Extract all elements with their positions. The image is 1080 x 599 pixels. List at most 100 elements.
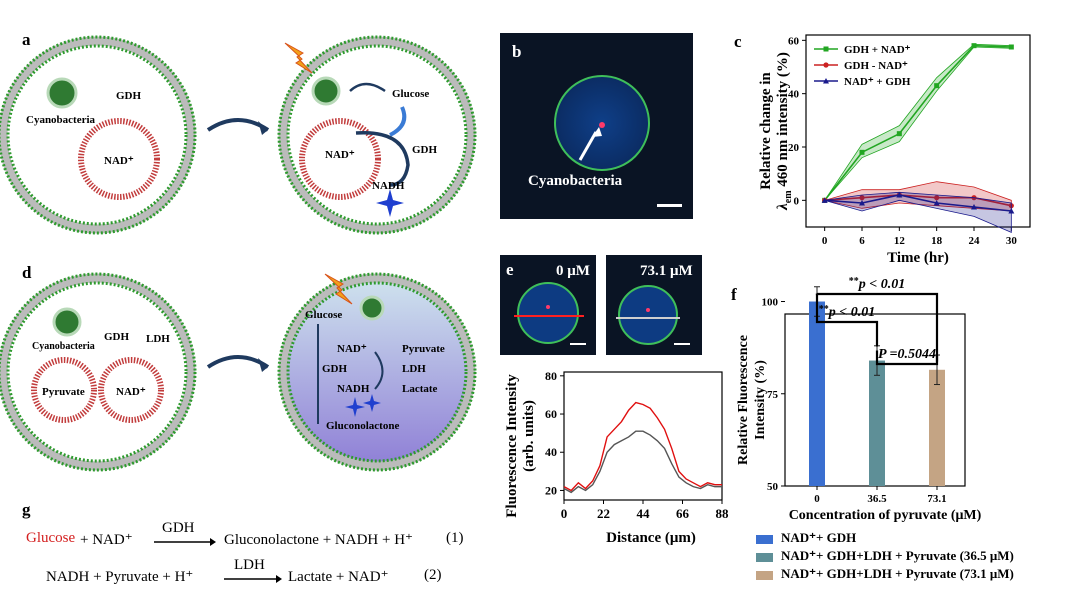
panel-a: a Cyanobacteria GDH NAD⁺ Glucose NAD⁺ bbox=[0, 30, 477, 235]
lactate-label: Lactate bbox=[402, 383, 438, 395]
gdh-label: GDH bbox=[322, 363, 348, 375]
transition-arrow bbox=[206, 118, 270, 132]
significance-label: **p < 0.01 bbox=[819, 304, 875, 320]
star-icon bbox=[376, 189, 404, 217]
cyanobacteria-cell bbox=[311, 76, 341, 106]
y-tick-label: 20 bbox=[545, 483, 557, 497]
series-line bbox=[824, 194, 1012, 212]
x-tick-label: 22 bbox=[597, 506, 610, 521]
x-tick-label: 6 bbox=[859, 235, 865, 247]
nad-label: NAD⁺ bbox=[116, 386, 146, 398]
panel-b-label: b bbox=[512, 42, 521, 61]
data-point bbox=[934, 83, 940, 89]
gdh-label: GDH bbox=[412, 144, 438, 156]
panel-f-label: f bbox=[731, 285, 737, 304]
significance-label: **p < 0.01 bbox=[849, 276, 905, 292]
panel-b-image: b Cyanobacteria bbox=[500, 33, 693, 219]
cyanobacteria-cell bbox=[46, 77, 78, 109]
x-tick-label: 18 bbox=[931, 235, 943, 247]
x-tick-label: 12 bbox=[894, 235, 906, 247]
panel-b-annotation: Cyanobacteria bbox=[528, 173, 623, 189]
eq2-reactants: NADH + Pyruvate + H⁺ bbox=[46, 569, 194, 585]
legend-f: NAD⁺+ GDH NAD⁺+ GDH+LDH + Pyruvate (36.5… bbox=[756, 530, 1014, 582]
eq1-glucose: Glucose bbox=[26, 530, 76, 546]
gdh-label: GDH bbox=[116, 90, 142, 102]
inner-vesicle bbox=[78, 118, 160, 200]
panel-e-image-2: 73.1 μM bbox=[606, 255, 702, 355]
y-tick-label: 75 bbox=[767, 389, 779, 401]
panel-d: d Cyanobacteria GDH LDH Pyruvate NAD⁺ bbox=[0, 263, 477, 472]
profile-line bbox=[563, 430, 722, 494]
series-band bbox=[824, 191, 1012, 233]
panel-a-label: a bbox=[22, 30, 31, 49]
lightning-icon bbox=[284, 42, 313, 74]
panel-e-label: e bbox=[506, 260, 514, 279]
img2-conc: 73.1 μM bbox=[640, 263, 693, 279]
plot-frame bbox=[805, 34, 1031, 228]
data-point bbox=[896, 192, 903, 198]
x-tick-label: 0 bbox=[561, 506, 568, 521]
eq1-enzyme: GDH bbox=[162, 520, 195, 536]
panel-d-label: d bbox=[22, 263, 32, 282]
y-axis-label-line2: λem 460 nm intensity (%) bbox=[775, 52, 794, 211]
transition-arrow bbox=[206, 355, 270, 369]
y-tick-label: 60 bbox=[545, 407, 557, 421]
cyano-label: Cyanobacteria bbox=[32, 341, 95, 352]
equation-2: NADH + Pyruvate + H⁺ LDH Lactate + NAD⁺ … bbox=[46, 557, 496, 591]
x-tick-label: 88 bbox=[716, 506, 730, 521]
img1-conc: 0 μM bbox=[556, 263, 590, 279]
bar bbox=[929, 369, 945, 486]
data-point bbox=[934, 195, 940, 201]
x-tick-label: 30 bbox=[1006, 235, 1018, 247]
x-tick-label: 24 bbox=[969, 235, 981, 247]
gluconolactone-label: Gluconolactone bbox=[326, 420, 399, 432]
series-line bbox=[824, 44, 1012, 201]
data-point bbox=[971, 204, 977, 210]
y-tick-label: 50 bbox=[767, 481, 779, 493]
eq2-enzyme: LDH bbox=[234, 557, 265, 573]
eq2-number: (2) bbox=[424, 567, 442, 583]
data-point bbox=[896, 131, 902, 137]
series-line bbox=[824, 194, 1012, 207]
pyruvate-label: Pyruvate bbox=[402, 343, 445, 355]
y-axis-label-line1: Relative change in bbox=[758, 72, 774, 190]
data-point bbox=[859, 195, 865, 201]
x-axis-label: Distance (μm) bbox=[606, 530, 696, 546]
eq1-products: Gluconolactone + NADH + H⁺ bbox=[224, 532, 413, 548]
eq1-reactants: + NAD⁺ bbox=[80, 532, 133, 548]
panel-c-label: c bbox=[734, 32, 742, 51]
significance-bracket bbox=[875, 350, 939, 366]
nadh-label: NADH bbox=[337, 383, 370, 395]
legend-entry: GDH + NAD⁺ bbox=[844, 44, 911, 56]
eq2-products: Lactate + NAD⁺ bbox=[288, 569, 389, 585]
nadh-label: NADH bbox=[372, 180, 405, 192]
data-point bbox=[859, 149, 865, 155]
legend-f-item-1: NAD⁺+ GDH bbox=[756, 530, 1014, 546]
equation-1: Glucose + NAD⁺ GDH Gluconolactone + NADH… bbox=[26, 520, 496, 554]
y-axis-label-line2: (arb. units) bbox=[521, 400, 537, 472]
bar bbox=[809, 301, 825, 486]
y-axis-label-line1: Fluorescence Intensity bbox=[504, 374, 520, 518]
inner-vesicle bbox=[31, 357, 97, 423]
nad-label: NAD⁺ bbox=[325, 149, 355, 161]
data-point bbox=[971, 43, 977, 49]
y-tick-label: 60 bbox=[788, 35, 800, 47]
y-tick-label: 40 bbox=[545, 445, 557, 459]
star-icon bbox=[345, 397, 365, 417]
x-tick-label: 66 bbox=[676, 506, 690, 521]
panel-b-graphic: b Cyanobacteria bbox=[512, 42, 682, 207]
legend-entry: NAD⁺ + GDH bbox=[844, 76, 911, 88]
legend-f-item-2: NAD⁺+ GDH+LDH + Pyruvate (36.5 μM) bbox=[756, 548, 1014, 564]
nad-label: NAD⁺ bbox=[104, 155, 134, 167]
significance-label: P =0.5044 bbox=[878, 347, 936, 362]
data-point bbox=[933, 200, 940, 206]
y-tick-label: 80 bbox=[545, 369, 557, 383]
data-point bbox=[1008, 208, 1015, 214]
inner-vesicle bbox=[98, 357, 164, 423]
vesicle-d1: Cyanobacteria GDH LDH Pyruvate NAD⁺ bbox=[0, 272, 197, 472]
data-point bbox=[821, 197, 828, 203]
cyanobacteria-cell bbox=[359, 295, 385, 321]
